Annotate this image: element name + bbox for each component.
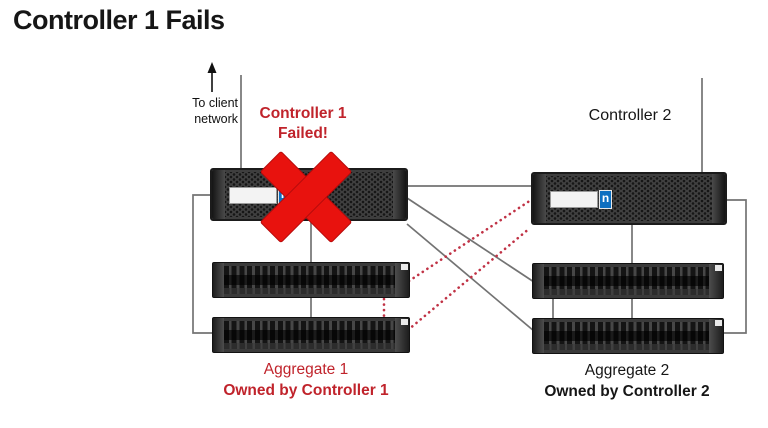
left-disk-shelf-1 [212, 262, 410, 298]
aggregate-1-owner: Owned by Controller 1 [223, 382, 389, 399]
controller-1-failed-label: Controller 1 Failed! [259, 105, 347, 142]
aggregate-1-name: Aggregate 1 [263, 361, 349, 378]
left-disk-shelf-2 [212, 317, 410, 353]
drive-slots [544, 267, 709, 295]
right-disk-shelf-2 [532, 318, 724, 354]
shelf-left-cap [213, 318, 224, 352]
controller-2-label: Controller 2 [588, 107, 672, 124]
shelf-indicator-light [715, 320, 722, 326]
shelf-left-cap [533, 264, 544, 298]
drive-slots [224, 266, 395, 294]
client-network-label: To client network [192, 96, 238, 126]
slide-title: Controller 1 Fails [13, 5, 225, 35]
failed-x-icon [260, 151, 352, 243]
controller-2-right-cap [712, 174, 725, 223]
aggregate-2-caption: Aggregate 2 Owned by Controller 2 [527, 360, 727, 402]
shelf-indicator-light [401, 319, 408, 325]
shelf-left-cap [533, 319, 544, 353]
right-disk-shelf-1 [532, 263, 724, 299]
shelf-indicator-light [401, 264, 408, 270]
shelf-right-cap [709, 319, 723, 353]
controller-2-unit: n [531, 172, 727, 225]
drive-slots [544, 322, 709, 350]
controller1-right-shelf1-line [406, 197, 535, 283]
controller-1-left-cap [212, 170, 225, 219]
takeover-path-shelf2-line [406, 226, 532, 332]
drive-slots [224, 321, 395, 349]
controller-2-bezel-label [550, 191, 598, 208]
takeover-path-shelf1-line [407, 198, 533, 283]
aggregate-2-owner: Owned by Controller 2 [544, 383, 710, 400]
aggregate-1-caption: Aggregate 1 Owned by Controller 1 [206, 359, 406, 401]
controller-1-bezel-label [229, 187, 277, 204]
shelf-right-cap [395, 263, 409, 297]
shelf-right-cap [709, 264, 723, 298]
netapp-logo-icon: n [599, 190, 612, 209]
controller1-right-shelf2-line [406, 223, 535, 332]
controller-2-left-cap [533, 174, 546, 223]
shelf-right-cap [395, 318, 409, 352]
up-arrow-icon [207, 62, 217, 92]
shelf-indicator-light [715, 265, 722, 271]
shelf-left-cap [213, 263, 224, 297]
aggregate-2-name: Aggregate 2 [584, 362, 670, 379]
controller-1-right-cap [393, 170, 406, 219]
